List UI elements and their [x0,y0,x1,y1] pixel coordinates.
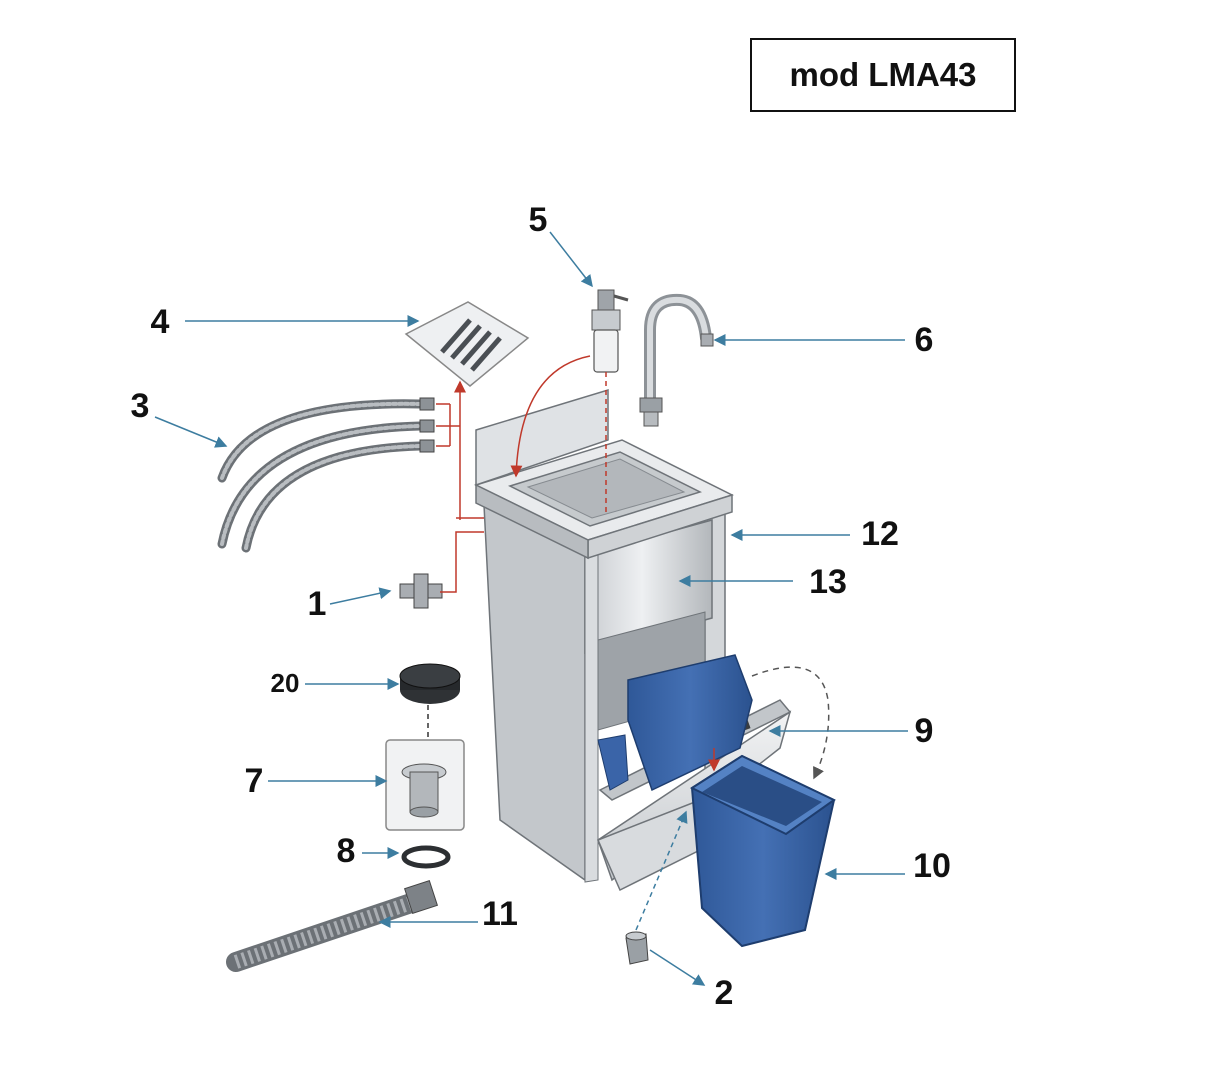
model-label-box: mod LMA43 [750,38,1016,112]
worktop-left-edge [475,483,589,560]
callout-5: 5 [528,201,548,239]
inner-bin [627,654,753,792]
drain-valve-bag [385,739,465,831]
gooseneck-faucet [639,293,714,427]
leader-lines [154,231,908,986]
callout-8: 8 [336,832,356,870]
callout-6: 6 [914,321,934,359]
callout-9: 9 [914,712,934,750]
backsplash [475,388,609,487]
cabinet-left-side [483,503,586,882]
bin-swap-arrow [751,666,830,780]
callout-1: 1 [307,585,327,623]
flex-hoses [217,397,435,553]
gasket-ring [401,845,451,869]
callout-20: 20 [270,668,300,698]
callout-2: 2 [714,974,734,1012]
sink-cabinet [473,388,792,892]
callout-7: 7 [244,762,264,800]
callout-10: 10 [913,847,951,885]
callout-11: 11 [482,895,518,933]
assembly-arrows-red [436,355,720,772]
soap-dispenser [591,289,629,373]
adjustable-foot [625,931,649,965]
callout-3: 3 [130,387,150,425]
waste-bin [689,754,836,948]
fittings-bag [404,301,530,387]
callout-12: 12 [861,515,899,553]
callout-13: 13 [809,563,847,601]
cross-fitting [399,573,443,609]
corrugated-drain-hose [226,879,439,972]
drain-cap [399,663,461,704]
callout-4: 4 [150,303,170,341]
cabinet-front-column [584,551,599,883]
